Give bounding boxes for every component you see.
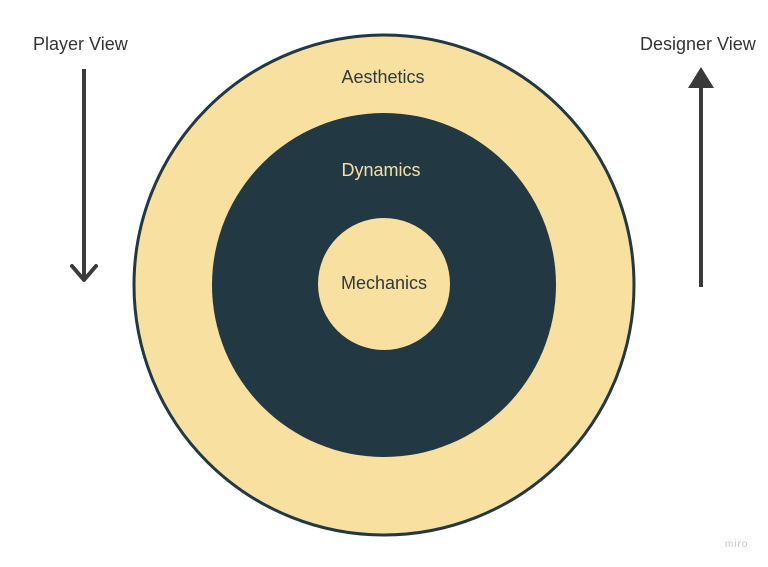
miro-watermark: miro <box>725 539 749 550</box>
player-view-arrow <box>70 69 98 282</box>
mechanics-label: Mechanics <box>340 273 428 293</box>
mechanics-circle <box>318 218 450 350</box>
player-view-label: Player View <box>33 34 128 54</box>
designer-view-arrow <box>688 67 714 287</box>
dynamics-label: Dynamics <box>341 160 421 180</box>
designer-view-label: Designer View <box>640 34 756 54</box>
aesthetics-label: Aesthetics <box>341 67 425 87</box>
